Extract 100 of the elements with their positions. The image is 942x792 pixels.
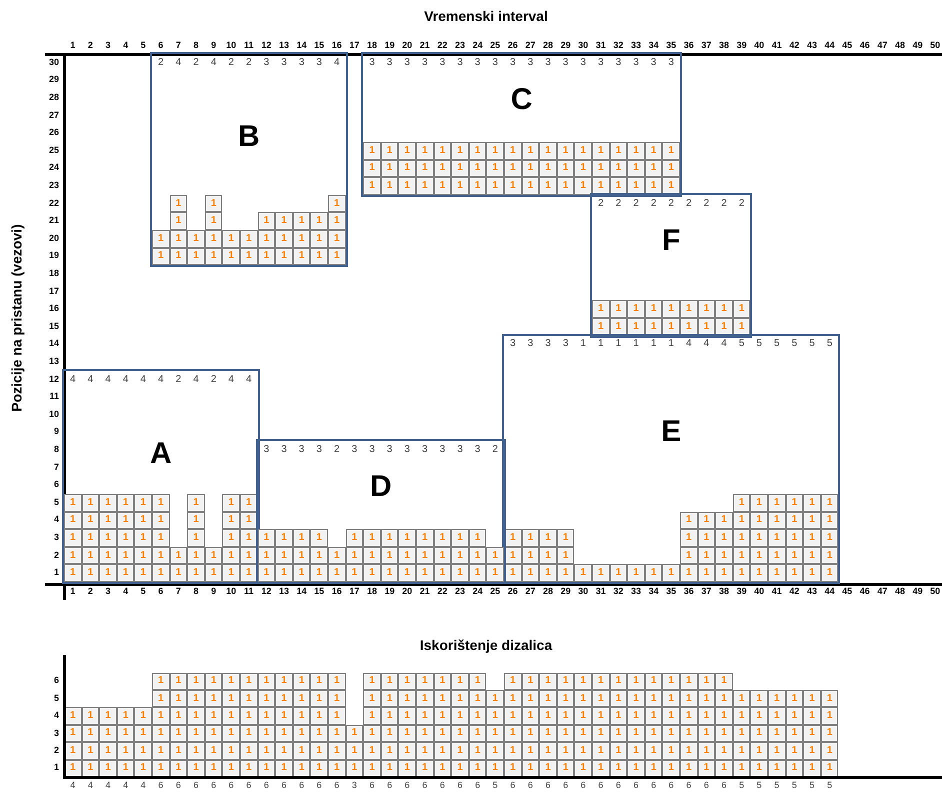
crane-count: 5: [826, 337, 834, 352]
crane-cell: 1: [434, 742, 452, 760]
crane-cell: 1: [644, 707, 662, 725]
crane-cell: 1: [539, 529, 557, 547]
crane-cell: 1: [222, 672, 240, 690]
crane-cell: 1: [398, 529, 416, 547]
crane-cell: 1: [152, 724, 170, 742]
total-label: 5: [756, 781, 763, 790]
crane-count: 2: [650, 196, 658, 211]
crane-cell: 1: [398, 142, 416, 160]
axis-tick-label: 16: [330, 41, 343, 50]
crane-count: 5: [773, 337, 781, 352]
axis-tick-label: 11: [243, 587, 255, 596]
crane-count: 3: [526, 56, 534, 70]
axis-tick-label: 25: [48, 146, 59, 155]
axis-tick-label: 7: [174, 587, 182, 596]
crane-cell: 1: [662, 724, 680, 742]
crane-cell: 1: [328, 760, 346, 777]
crane-count: 4: [227, 372, 235, 387]
axis-tick-label: 15: [313, 41, 326, 50]
axis-tick-label: 4: [122, 41, 130, 50]
axis-tick-label: 4: [52, 515, 59, 524]
crane-cell: 1: [539, 564, 557, 582]
crane-cell: 1: [662, 160, 680, 178]
crane-cell: 1: [275, 230, 293, 248]
axis-tick-label: 22: [436, 41, 448, 50]
crane-cell: 1: [451, 160, 469, 178]
axis-tick-label: 27: [524, 41, 536, 50]
crane-cell: 1: [99, 760, 117, 777]
crane-cell: 1: [504, 690, 522, 708]
crane-cell: 1: [222, 724, 240, 742]
crane-cell: 1: [240, 248, 258, 266]
crane-cell: 1: [328, 230, 346, 248]
crane-cell: 1: [698, 512, 716, 530]
crane-cell: 1: [434, 142, 452, 160]
crane-cell: 1: [451, 177, 469, 195]
axis-tick-label: 25: [489, 587, 502, 596]
crane-cell: 1: [204, 672, 222, 690]
axis-tick-label: 8: [192, 587, 200, 596]
axis-tick-label: 36: [682, 587, 695, 596]
crane-cell: 1: [592, 672, 610, 690]
crane-cell: 1: [750, 512, 768, 530]
crane-cell: 1: [416, 177, 434, 195]
axis-tick-label: 3: [52, 728, 59, 738]
axis-tick-label: 17: [348, 587, 360, 596]
crane-cell: 1: [363, 564, 381, 582]
crane-cell: 1: [398, 742, 416, 760]
vessel-label: F: [662, 226, 680, 256]
crane-count: 3: [350, 442, 358, 457]
axis-tick-label: 2: [86, 587, 94, 596]
axis-tick-label: 1: [69, 41, 76, 50]
crane-cell: 1: [627, 160, 645, 178]
crane-cell: 1: [258, 672, 276, 690]
total-label: 6: [333, 781, 340, 790]
crane-count: 4: [245, 372, 253, 387]
crane-cell: 1: [522, 564, 540, 582]
crane-cell: 1: [310, 248, 328, 266]
axis-title: Pozicije na pristanu (vezovi): [8, 224, 26, 412]
crane-cell: 1: [204, 230, 222, 248]
axis-tick-label: 28: [542, 41, 554, 50]
axis-tick-label: 11: [243, 41, 255, 50]
crane-count: 3: [298, 56, 306, 70]
crane-cell: 1: [292, 742, 310, 760]
axis-tick-label: 7: [174, 41, 182, 50]
crane-count: 3: [509, 337, 517, 352]
crane-cell: 1: [715, 760, 733, 777]
crane-cell: 1: [116, 564, 134, 582]
crane-count: 4: [685, 337, 693, 352]
axis-tick-label: 19: [384, 587, 396, 596]
crane-cell: 1: [152, 672, 170, 690]
crane-cell: 1: [592, 724, 610, 742]
crane-cell: 1: [715, 672, 733, 690]
crane-count: 2: [702, 196, 710, 211]
axis-tick-label: 10: [225, 41, 238, 50]
crane-cell: 1: [380, 742, 398, 760]
crane-cell: 1: [398, 160, 416, 178]
crane-cell: 1: [328, 707, 346, 725]
crane-cell: 1: [680, 512, 698, 530]
axis-tick-label: 24: [472, 587, 484, 596]
crane-count: 3: [632, 56, 640, 70]
crane-count: 5: [738, 337, 746, 352]
crane-cell: 1: [328, 564, 346, 582]
crane-cell: 1: [610, 672, 628, 690]
total-label: 6: [720, 781, 728, 790]
crane-cell: 1: [644, 564, 662, 582]
crane-cell: 1: [803, 494, 821, 512]
crane-cell: 1: [732, 742, 750, 760]
crane-cell: 1: [574, 707, 592, 725]
crane-cell: 1: [363, 724, 381, 742]
crane-cell: 1: [346, 742, 364, 760]
crane-cell: 1: [786, 690, 804, 708]
crane-cell: 1: [152, 707, 170, 725]
crane-count: 2: [333, 442, 341, 457]
crane-cell: 1: [204, 742, 222, 760]
crane-cell: 1: [292, 529, 310, 547]
crane-cell: 1: [715, 529, 733, 547]
axis-tick-label: 44: [824, 41, 836, 50]
crane-cell: 1: [768, 494, 786, 512]
axis-tick-label: 5: [140, 41, 147, 50]
crane-count: 3: [562, 56, 570, 70]
